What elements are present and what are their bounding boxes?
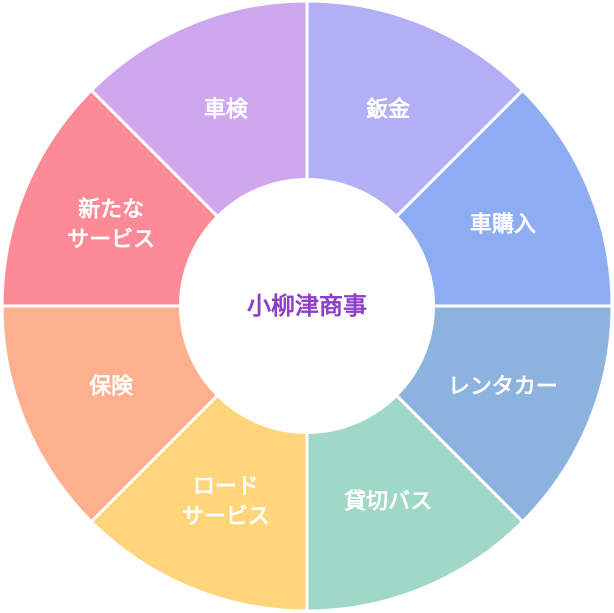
center-circle [179,178,435,434]
segment-label: 新たな [78,196,144,222]
segment-label: レンタカー [448,375,558,400]
segment-label: 鈑金 [366,97,411,123]
segment-label: サービス [67,227,155,252]
segment-label: 貸切バス [343,488,432,514]
segment-label: サービス [182,504,270,529]
segment-label: 車購入 [470,212,536,237]
segment-label: 車検 [204,98,249,123]
center-label: 小柳津商事 [247,292,367,320]
segment-label: ロード [193,474,259,499]
segment-label: 保険 [88,375,134,400]
